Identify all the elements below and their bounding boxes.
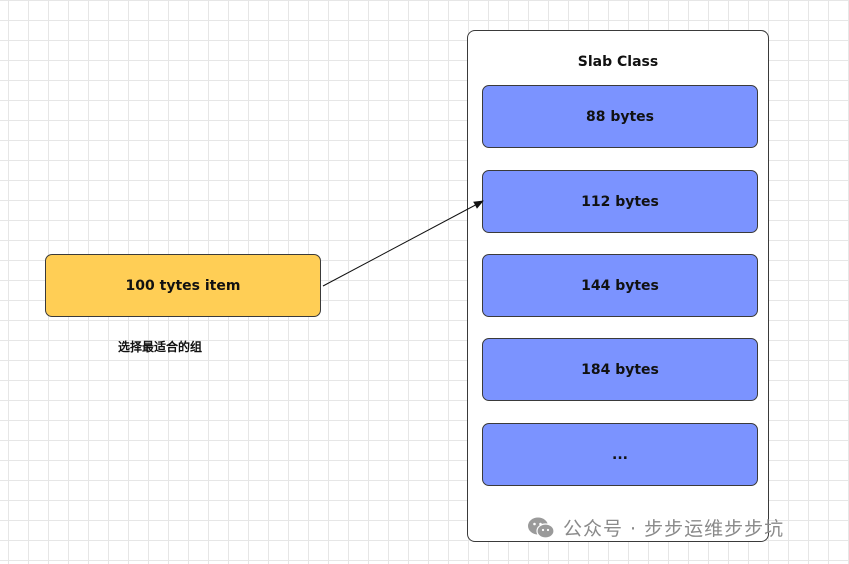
slab-row-label: ...: [612, 446, 628, 463]
watermark-text: 公众号 · 步步运维步步坑: [563, 518, 785, 540]
watermark: 公众号 · 步步运维步步坑: [527, 514, 784, 541]
slab-row-label: 112 bytes: [581, 193, 659, 210]
item-label: 100 tytes item: [125, 277, 241, 294]
slab-row-more: ...: [482, 423, 758, 486]
slab-row-88: 88 bytes: [482, 85, 758, 148]
slab-row-112: 112 bytes: [482, 170, 758, 233]
slab-class-title: Slab Class: [577, 54, 659, 70]
item-caption: 选择最适合的组: [118, 340, 203, 354]
slab-row-label: 144 bytes: [581, 277, 659, 294]
wechat-icon: [528, 517, 555, 539]
slab-row-label: 184 bytes: [581, 361, 659, 378]
slab-row-144: 144 bytes: [482, 254, 758, 317]
item-box: 100 tytes item: [45, 254, 321, 317]
slab-row-label: 88 bytes: [585, 108, 655, 125]
arrow-line: [322, 200, 484, 287]
slab-row-184: 184 bytes: [482, 338, 758, 401]
